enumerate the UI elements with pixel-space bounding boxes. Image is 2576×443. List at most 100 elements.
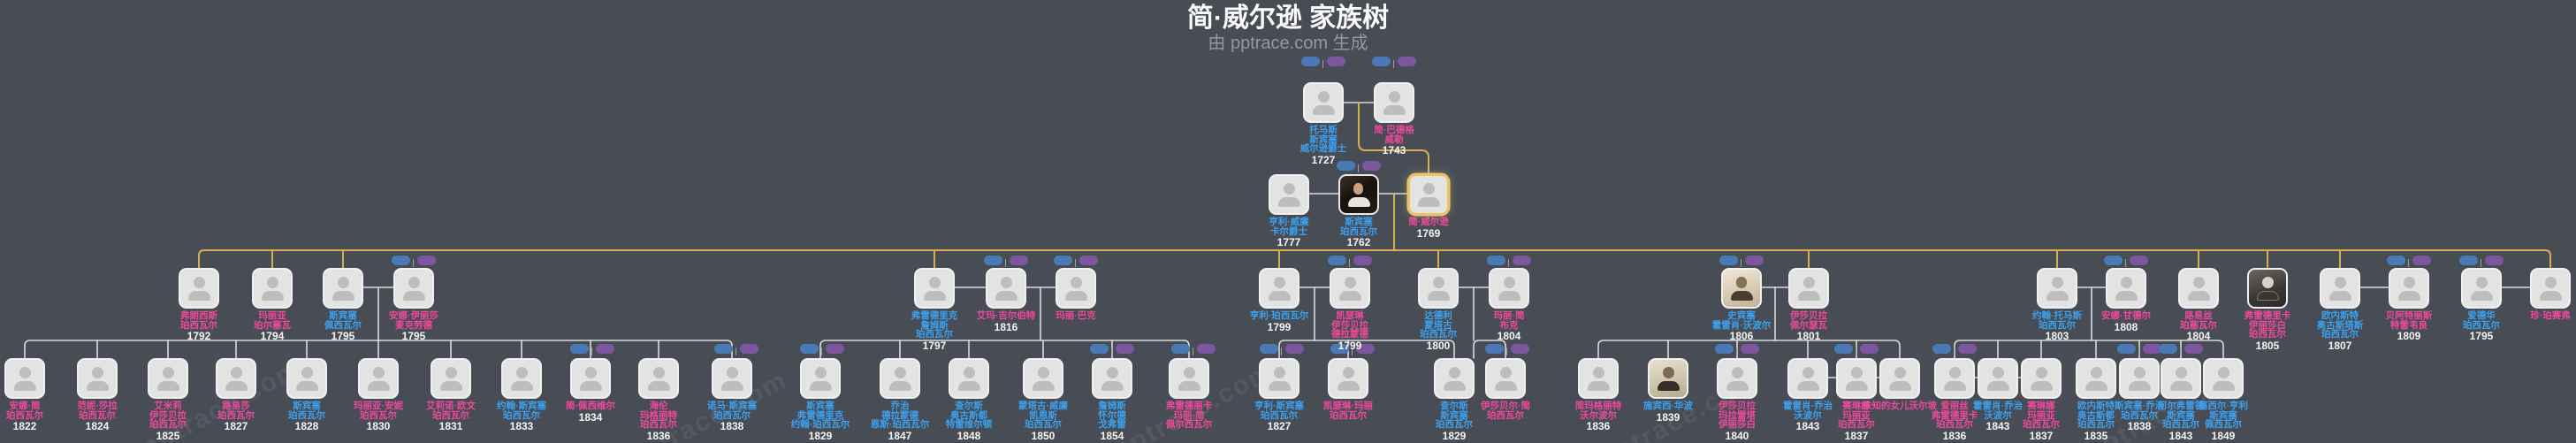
person-node[interactable]: 安娜·简 珀西瓦尔 1822 <box>0 358 73 432</box>
person-node[interactable]: 艾莉诺·欧文 珀西瓦尔 1831 <box>402 358 499 432</box>
person-node[interactable]: 简·巴德格 威勒 1743 <box>1345 82 1443 157</box>
person-node[interactable]: 斯宾塞 珀西瓦尔 1762 <box>1310 174 1407 248</box>
person-node[interactable]: 未知的女儿沃尔坡 <box>1851 358 1948 411</box>
person-node[interactable]: 范妮·莎拉 珀西瓦尔 1824 <box>49 358 146 432</box>
person-node[interactable]: 阿尔弗雷德 斯宾塞 珀西瓦尔 1843 <box>2132 358 2229 442</box>
hidden-parents-indicator[interactable] <box>1327 256 1373 267</box>
father-badge-icon <box>1171 344 1190 354</box>
person-node[interactable]: 史宾塞 霍雷肖·沃波尔 1806 <box>1693 268 1790 342</box>
hidden-parents-indicator[interactable] <box>1053 256 1099 267</box>
person-node[interactable]: 约翰·托马斯 珀西瓦尔 1803 <box>2008 268 2106 342</box>
hidden-parents-indicator[interactable] <box>1932 344 1978 355</box>
hidden-parents-indicator[interactable] <box>569 344 615 355</box>
hidden-parents-indicator[interactable] <box>2158 344 2204 355</box>
mother-badge-icon <box>1353 256 1372 265</box>
person-node[interactable]: 霍雷肖·乔治 沃波尔 1843 <box>1759 358 1856 432</box>
person-node[interactable]: 赛琳娜 玛丽亚 珀西瓦尔 1837 <box>1808 358 1905 442</box>
person-node[interactable]: 亨利·威廉 卡尔爵士 1777 <box>1240 174 1338 248</box>
hidden-parents-indicator[interactable] <box>1486 256 1532 267</box>
person-node[interactable]: 亨利·斯宾塞 珀西瓦尔 1827 <box>1231 358 1328 432</box>
hidden-parents-indicator[interactable] <box>2103 256 2149 267</box>
person-node[interactable]: 托马斯 斯宾塞 威尔逊爵士 1727 <box>1275 82 1372 166</box>
person-node[interactable]: 查尔斯 斯宾塞 珀西瓦尔 1829 <box>1406 358 1503 442</box>
hidden-parents-indicator[interactable] <box>713 344 759 355</box>
person-node[interactable]: 赛琳娜 玛丽亚 珀西瓦尔 1837 <box>1993 358 2090 442</box>
person-label: 施宾西·华波 1839 <box>1620 401 1717 424</box>
person-node[interactable]: 斯宾塞 弗雷德里克 约翰·珀西瓦尔 1829 <box>772 358 869 442</box>
person-node[interactable]: 凯瑟琳·玛丽 珀西瓦尔 <box>1299 358 1397 420</box>
person-avatar-icon <box>2532 270 2569 307</box>
person-node[interactable]: 贝阿特丽斯 特雷韦良 1809 <box>2360 268 2458 342</box>
person-node[interactable]: 玛丽·简 布克 1804 <box>1460 268 1558 342</box>
person-node[interactable]: 艾米莉 伊莎贝拉 珀西瓦尔 1825 <box>119 358 217 442</box>
hidden-parents-indicator[interactable] <box>2116 344 2162 355</box>
person-name: 弗雷德里克 詹姆斯 珀西瓦尔 <box>911 310 958 340</box>
person-node[interactable]: 玛丽亚·安妮 珀西瓦尔 1830 <box>330 358 427 432</box>
person-avatar-icon <box>1340 176 1377 213</box>
person-node[interactable]: 弗雷德里卡 伊丽莎白 珀西瓦尔 1805 <box>2219 268 2316 352</box>
person-node[interactable]: 简·佩西维尔 1834 <box>542 358 639 424</box>
person-label: 乔治 德拉蒙德 恩斯·珀西瓦尔 1847 <box>851 401 949 442</box>
birth-year: 1836 <box>646 429 671 442</box>
hidden-parents-indicator[interactable] <box>1719 256 1764 267</box>
person-node[interactable]: 欧内斯特 奥古斯都 珀西瓦尔 1835 <box>2047 358 2145 442</box>
person-node[interactable]: 斯宾塞 珀西瓦尔 1828 <box>258 358 355 432</box>
person-node[interactable]: 塞西尔·亨利 斯宾塞 佩西瓦尔 1849 <box>2175 358 2272 442</box>
person-node[interactable]: 爱丽丝 弗雷德里卡 珀西瓦尔 1836 <box>1906 358 2003 442</box>
hidden-parents-indicator[interactable] <box>1714 344 1760 355</box>
person-node[interactable]: 艾玛·吉尔伯特 1816 <box>957 268 1055 333</box>
hidden-parents-indicator[interactable] <box>1833 344 1879 355</box>
person-node[interactable]: 霍雷肖·乔治 沃波尔 1843 <box>1949 358 2046 432</box>
person-label: 简玛格丽特 沃尔波尔 1836 <box>1550 401 1647 432</box>
person-node[interactable]: 弗朗西斯 珀西瓦尔 1792 <box>150 268 248 342</box>
person-label: 玛丽亚 珀尔塞瓦 1794 <box>224 311 321 342</box>
person-node[interactable]: 玛丽·巴克 <box>1027 268 1124 321</box>
hidden-parents-indicator[interactable] <box>983 256 1029 267</box>
person-node[interactable]: 凯瑟琳 伊莎贝拉 德拉蒙德 1799 <box>1301 268 1399 352</box>
person-node[interactable]: 简·威尔逊 1769 <box>1380 174 1477 240</box>
person-node[interactable]: 简玛格丽特 沃尔波尔 1836 <box>1550 358 1647 432</box>
hidden-parents-indicator[interactable] <box>2386 256 2432 267</box>
person-node[interactable]: 伊莎贝拉 玛拉雷塔 伊丽莎白 1840 <box>1688 358 1786 442</box>
hidden-parents-indicator[interactable] <box>1259 344 1305 355</box>
person-node[interactable]: 斯宾塞·乔治 珀西瓦尔 1838 <box>2091 358 2188 432</box>
birth-year: 1836 <box>1942 429 1967 442</box>
hidden-parents-indicator[interactable] <box>1371 57 1417 68</box>
person-node[interactable]: 查尔斯 奥古斯都 特雷维尔顿 1848 <box>920 358 1017 442</box>
person-node[interactable]: 乔治 德拉蒙德 恩斯·珀西瓦尔 1847 <box>851 358 949 442</box>
hidden-parents-indicator[interactable] <box>1300 57 1346 68</box>
person-node[interactable]: 路易丝 珀塞瓦尔 1804 <box>2150 268 2247 342</box>
person-node[interactable]: 斯宾塞 佩西瓦尔 1795 <box>294 268 392 342</box>
person-avatar-icon <box>1094 360 1131 397</box>
person-node[interactable]: 弗雷德丽卡 玛丽·简 佩尔西瓦尔 <box>1140 358 1238 430</box>
person-node[interactable]: 欧内斯特 奥古斯塔斯 珀西瓦尔 1807 <box>2291 268 2389 352</box>
person-node[interactable]: 海伦 玛格丽特 珀西瓦尔 1836 <box>610 358 707 442</box>
person-node[interactable]: 玛丽亚 珀尔塞瓦 1794 <box>224 268 321 342</box>
person-card <box>2530 268 2571 309</box>
person-avatar-icon <box>1838 360 1875 397</box>
person-node[interactable]: 蒙塔古·威廉 凯恩斯 珀西瓦尔 1850 <box>995 358 1092 442</box>
hidden-parents-indicator[interactable] <box>1484 344 1530 355</box>
hidden-parents-indicator[interactable] <box>1170 344 1216 355</box>
person-node[interactable]: 詹姆斯 怀尔德 戈弗雷 1854 <box>1063 358 1161 442</box>
hidden-parents-indicator[interactable] <box>1089 344 1135 355</box>
person-node[interactable]: 诺马·斯宾塞 珀西瓦尔 1838 <box>683 358 781 432</box>
hidden-parents-indicator[interactable] <box>2458 256 2504 267</box>
person-node[interactable]: 伊莎贝尔·简 珀西瓦尔 <box>1457 358 1554 420</box>
person-node[interactable]: 约翰·斯宾塞 珀西瓦尔 1833 <box>473 358 570 432</box>
person-card <box>1485 358 1526 399</box>
person-node[interactable]: 伊莎贝拉 佩尔瑟瓦 1801 <box>1760 268 1857 342</box>
father-badge-icon <box>1054 256 1072 265</box>
person-name: 霍雷肖·乔治 沃波尔 <box>1783 401 1833 421</box>
person-node[interactable]: 施宾西·华波 1839 <box>1620 358 1717 424</box>
hidden-parents-indicator[interactable] <box>391 256 437 267</box>
person-name: 艾米莉 伊莎贝拉 珀西瓦尔 <box>149 401 187 431</box>
person-node[interactable]: 亨利·珀西瓦尔 1799 <box>1231 268 1328 333</box>
person-node[interactable]: 安娜·甘德尔 1808 <box>2077 268 2175 333</box>
person-node[interactable]: 爱德华 珀西瓦尔 1795 <box>2433 268 2530 342</box>
person-node[interactable]: 安娜·伊丽莎 麦克劳德 1795 <box>365 268 462 342</box>
person-node[interactable]: 路易莎 珀西瓦尔 1827 <box>187 358 285 432</box>
hidden-parents-indicator[interactable] <box>799 344 845 355</box>
person-node[interactable]: 珍·珀赛弗 <box>2502 268 2576 321</box>
